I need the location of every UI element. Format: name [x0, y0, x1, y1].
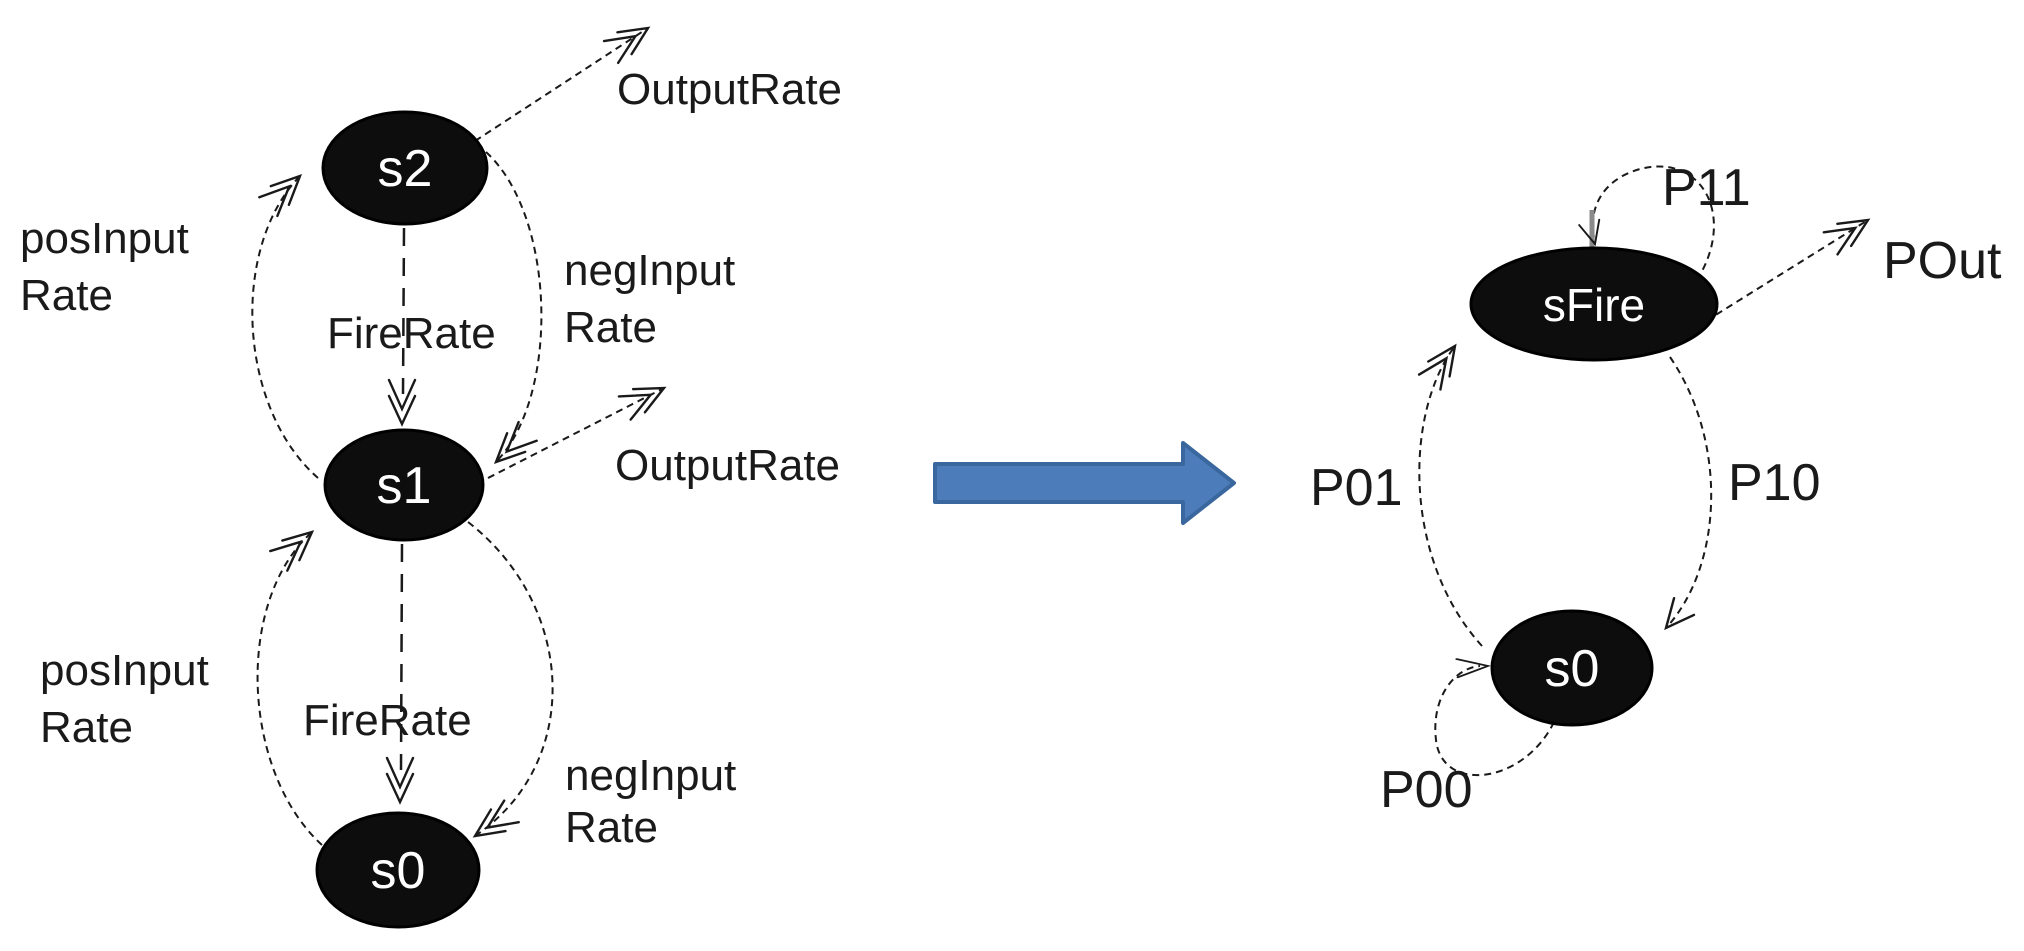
edge-output-rate-middle [487, 387, 665, 479]
state-sfire [1469, 246, 1719, 362]
arrowhead-pos-into-s1 [269, 520, 322, 572]
label-pos-input-bottom-line2: Rate [40, 703, 133, 752]
label-neg-input-bottom-line1: negInput [565, 751, 736, 800]
state-s0-left-label: s0 [371, 842, 426, 900]
label-p01: P01 [1310, 459, 1403, 517]
edge-fire-rate-bottom [399, 543, 404, 771]
edge-output-rate-top [474, 27, 649, 142]
edge-p00-self-loop [1434, 665, 1555, 777]
label-p00: P00 [1380, 761, 1473, 819]
label-neg-input-top-line1: negInput [564, 246, 735, 295]
edge-p11-self-loop [1591, 165, 1715, 291]
label-neg-input-bottom-line2: Rate [565, 803, 658, 852]
state-s1-label: s1 [377, 457, 432, 515]
arrowhead-p10-into-s0 [1654, 596, 1696, 638]
right-state-machine: sFire s0 P11 POut P01 P10 P00 [1310, 159, 2002, 819]
label-pos-input-bottom-line1: posInput [40, 646, 209, 695]
arrowhead-neg-into-s1 [485, 420, 538, 473]
state-s0-left [315, 811, 481, 929]
label-pos-input-top-line2: Rate [20, 271, 113, 320]
state-sfire-label: sFire [1543, 279, 1645, 331]
edge-pout [1705, 219, 1869, 322]
arrowhead-p01-into-sfire [1417, 337, 1467, 391]
label-fire-rate-bottom: FireRate [303, 696, 472, 745]
label-p11: P11 [1662, 159, 1751, 217]
left-state-machine: s2 s1 s0 posInput Rate FireRate negInput… [20, 15, 842, 929]
arrowhead-output-middle [617, 375, 672, 421]
label-pout: POut [1883, 232, 2002, 290]
transform-arrow [933, 441, 1236, 525]
edge-pos-input-rate-top [251, 175, 319, 479]
label-neg-input-top-line2: Rate [564, 303, 657, 352]
label-output-rate-top: OutputRate [617, 65, 842, 114]
label-p10: P10 [1728, 454, 1821, 512]
state-s1 [323, 428, 485, 542]
right-block-arrow [933, 441, 1236, 525]
state-s2 [321, 110, 489, 226]
state-s0-right [1490, 609, 1654, 727]
edge-neg-input-rate-top [485, 151, 543, 463]
edge-pos-input-rate-bottom [256, 531, 323, 846]
state-s2-label: s2 [378, 140, 433, 198]
label-fire-rate-top: FireRate [327, 309, 496, 358]
arrowhead-neg-into-s0 [466, 799, 520, 848]
state-s0-right-label: s0 [1545, 640, 1600, 698]
label-pos-input-top-line1: posInput [20, 214, 189, 263]
label-output-rate-middle: OutputRate [615, 441, 840, 490]
edge-p10 [1665, 356, 1713, 629]
edge-neg-input-rate-bottom [467, 521, 554, 837]
arrowhead-into-s2 [258, 165, 311, 218]
edge-p01 [1418, 345, 1483, 647]
